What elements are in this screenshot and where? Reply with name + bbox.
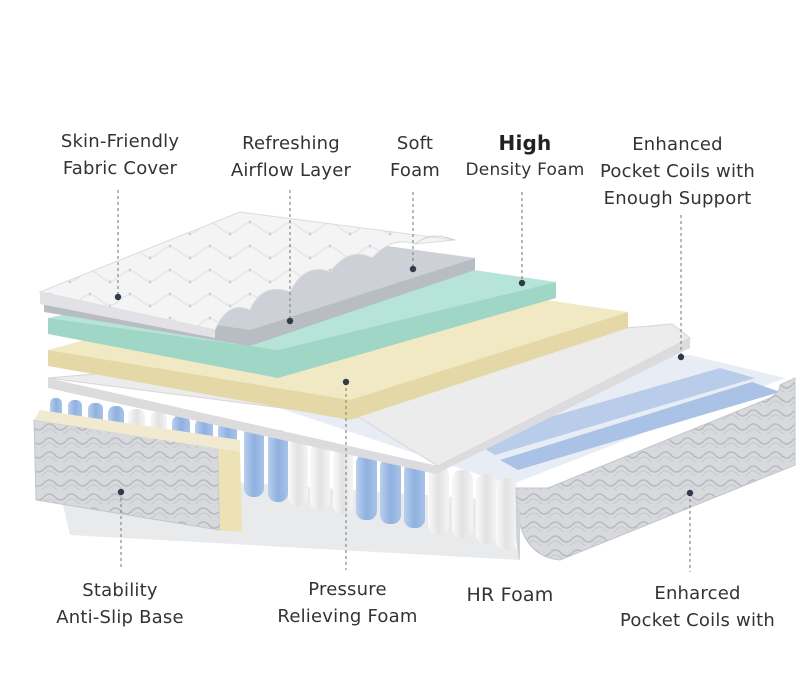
layer-fabric-cover [38,211,456,331]
dot-coils-top [677,353,685,361]
label-coils-top-line1: Enhanced [632,134,723,155]
label-soft-foam-line1: Soft [396,133,434,154]
dot-pressure [342,378,350,386]
label-fabric-cover-line2: Fabric Cover [62,158,178,179]
label-pressure-foam: Pressure Relieving Foam [265,576,430,630]
dot-stability [117,488,125,496]
dot-soft-foam [409,265,417,273]
label-soft-foam: Soft Foam [372,130,458,184]
label-airflow-line1: Refreshing [242,133,340,154]
label-enhanced-coils-top: Enhanced Pocket Coils with Enough Suppor… [590,131,765,212]
label-high-density-line2: Density Foam [465,160,585,180]
coil-rows-top [470,368,780,470]
label-pressure-line1: Pressure [308,579,387,600]
label-fabric-cover-line1: Skin-Friendly [60,131,180,152]
label-fabric-cover: Skin-Friendly Fabric Cover [40,128,200,182]
dot-fabric-cover [114,293,122,301]
label-coils-top-line2: Pocket Coils with [599,161,756,182]
label-stability-line1: Stability [82,580,158,601]
label-hr-foam: HR Foam [455,582,565,609]
label-airflow-line2: Airflow Layer [230,160,352,181]
label-stability-base: Stability Anti-Slip Base [40,577,200,631]
dot-high-density [518,279,526,287]
side-fabric-right [515,377,796,561]
foam-strip-left [218,448,242,532]
dot-airflow [286,317,294,325]
label-pressure-line2: Relieving Foam [277,606,418,627]
label-stability-line2: Anti-Slip Base [56,607,184,628]
label-coils-bottom-line2: Pocket Coils with [619,610,776,631]
label-airflow-layer: Refreshing Airflow Layer [216,130,366,184]
label-soft-foam-line2: Foam [389,160,441,181]
label-hr-foam-line1: HR Foam [466,584,554,606]
label-coils-top-line3: Enough Support [603,188,752,209]
header-band [0,0,800,44]
front-coil-row [50,398,517,550]
dot-coils-bottom [686,489,694,497]
label-high-density: High Density Foam [460,130,590,184]
label-high-density-line1: High [498,131,552,155]
label-coils-bottom-line1: Enharced [654,583,741,604]
label-enhanced-coils-bottom: Enharced Pocket Coils with [610,580,785,634]
